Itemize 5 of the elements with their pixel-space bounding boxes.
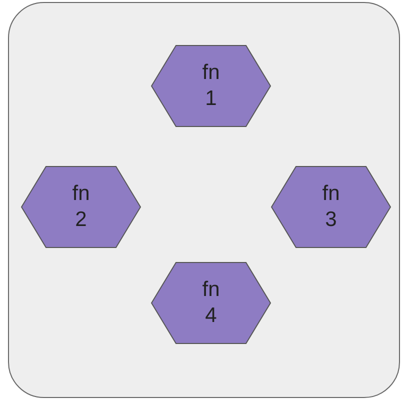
node-label: fn 3 [321,181,341,233]
container-panel [8,2,400,398]
node-label: fn 2 [71,181,91,233]
node-label: fn 4 [201,277,221,329]
node-label: fn 1 [201,60,221,112]
